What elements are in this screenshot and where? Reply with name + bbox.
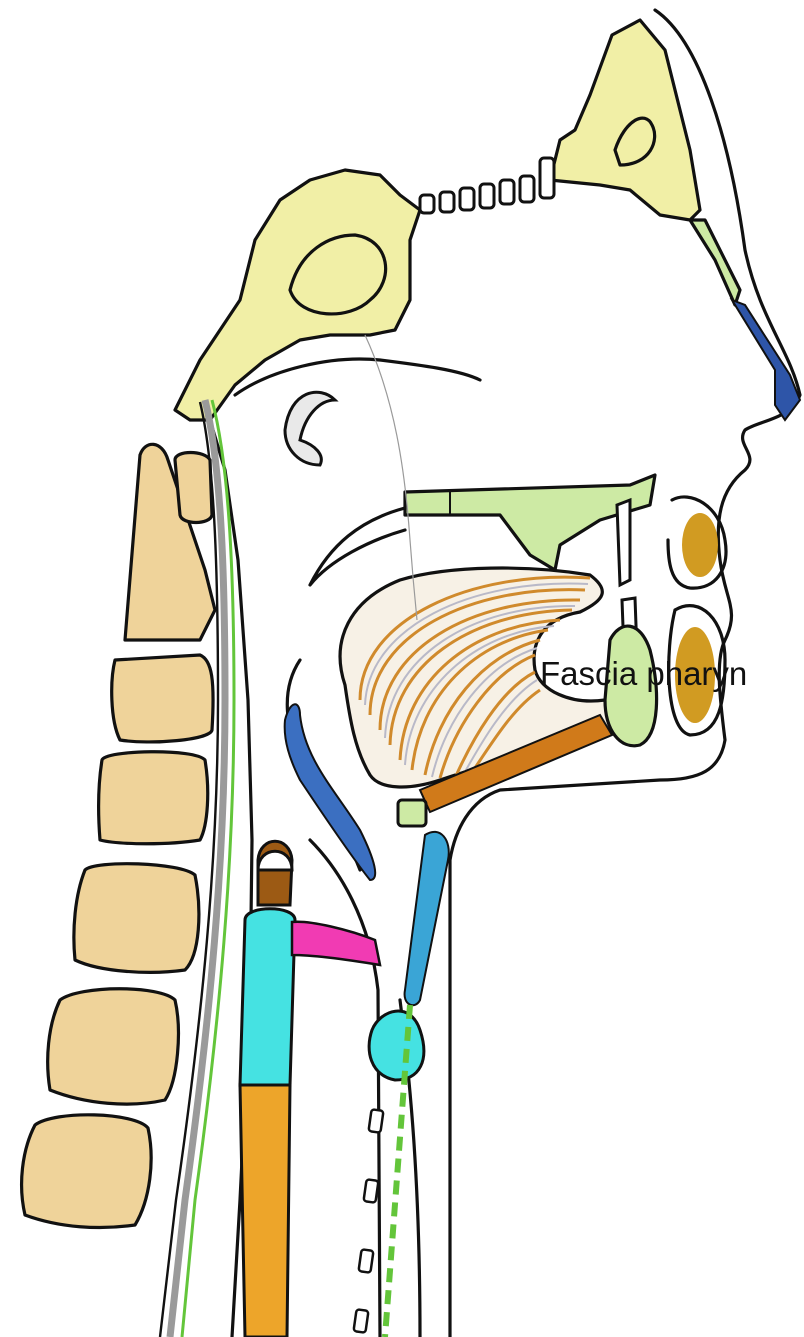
c4-body [74, 864, 199, 973]
cervical-vertebrae [22, 444, 215, 1227]
torus-tubarius [285, 392, 335, 465]
c3-body [99, 752, 208, 844]
magenta-ligament [292, 922, 380, 965]
c5-body [48, 989, 179, 1104]
atlas-anterior [175, 453, 212, 523]
upper-incisor [617, 500, 630, 585]
soft-palate [310, 508, 405, 585]
frontal-nasal-bone [550, 20, 700, 220]
esophagus-cyan [240, 909, 295, 1085]
esophagus-orange [240, 1085, 290, 1337]
c6-body [22, 1115, 152, 1228]
nasal-cartilage-blue [732, 300, 800, 420]
hyoid-bone [398, 800, 426, 826]
nasal-bone-lower [690, 220, 740, 305]
cricoid-cartilage [369, 1011, 424, 1080]
ethmoid-cells [420, 158, 554, 213]
pharyngeal-inner-wall [235, 359, 480, 395]
c2-body [112, 655, 213, 742]
thyroid-cartilage-blue [405, 832, 449, 1005]
upper-lip-gland [682, 513, 718, 577]
fascia-pharyngobasilaris-label: Fascia pharyn [540, 655, 747, 693]
